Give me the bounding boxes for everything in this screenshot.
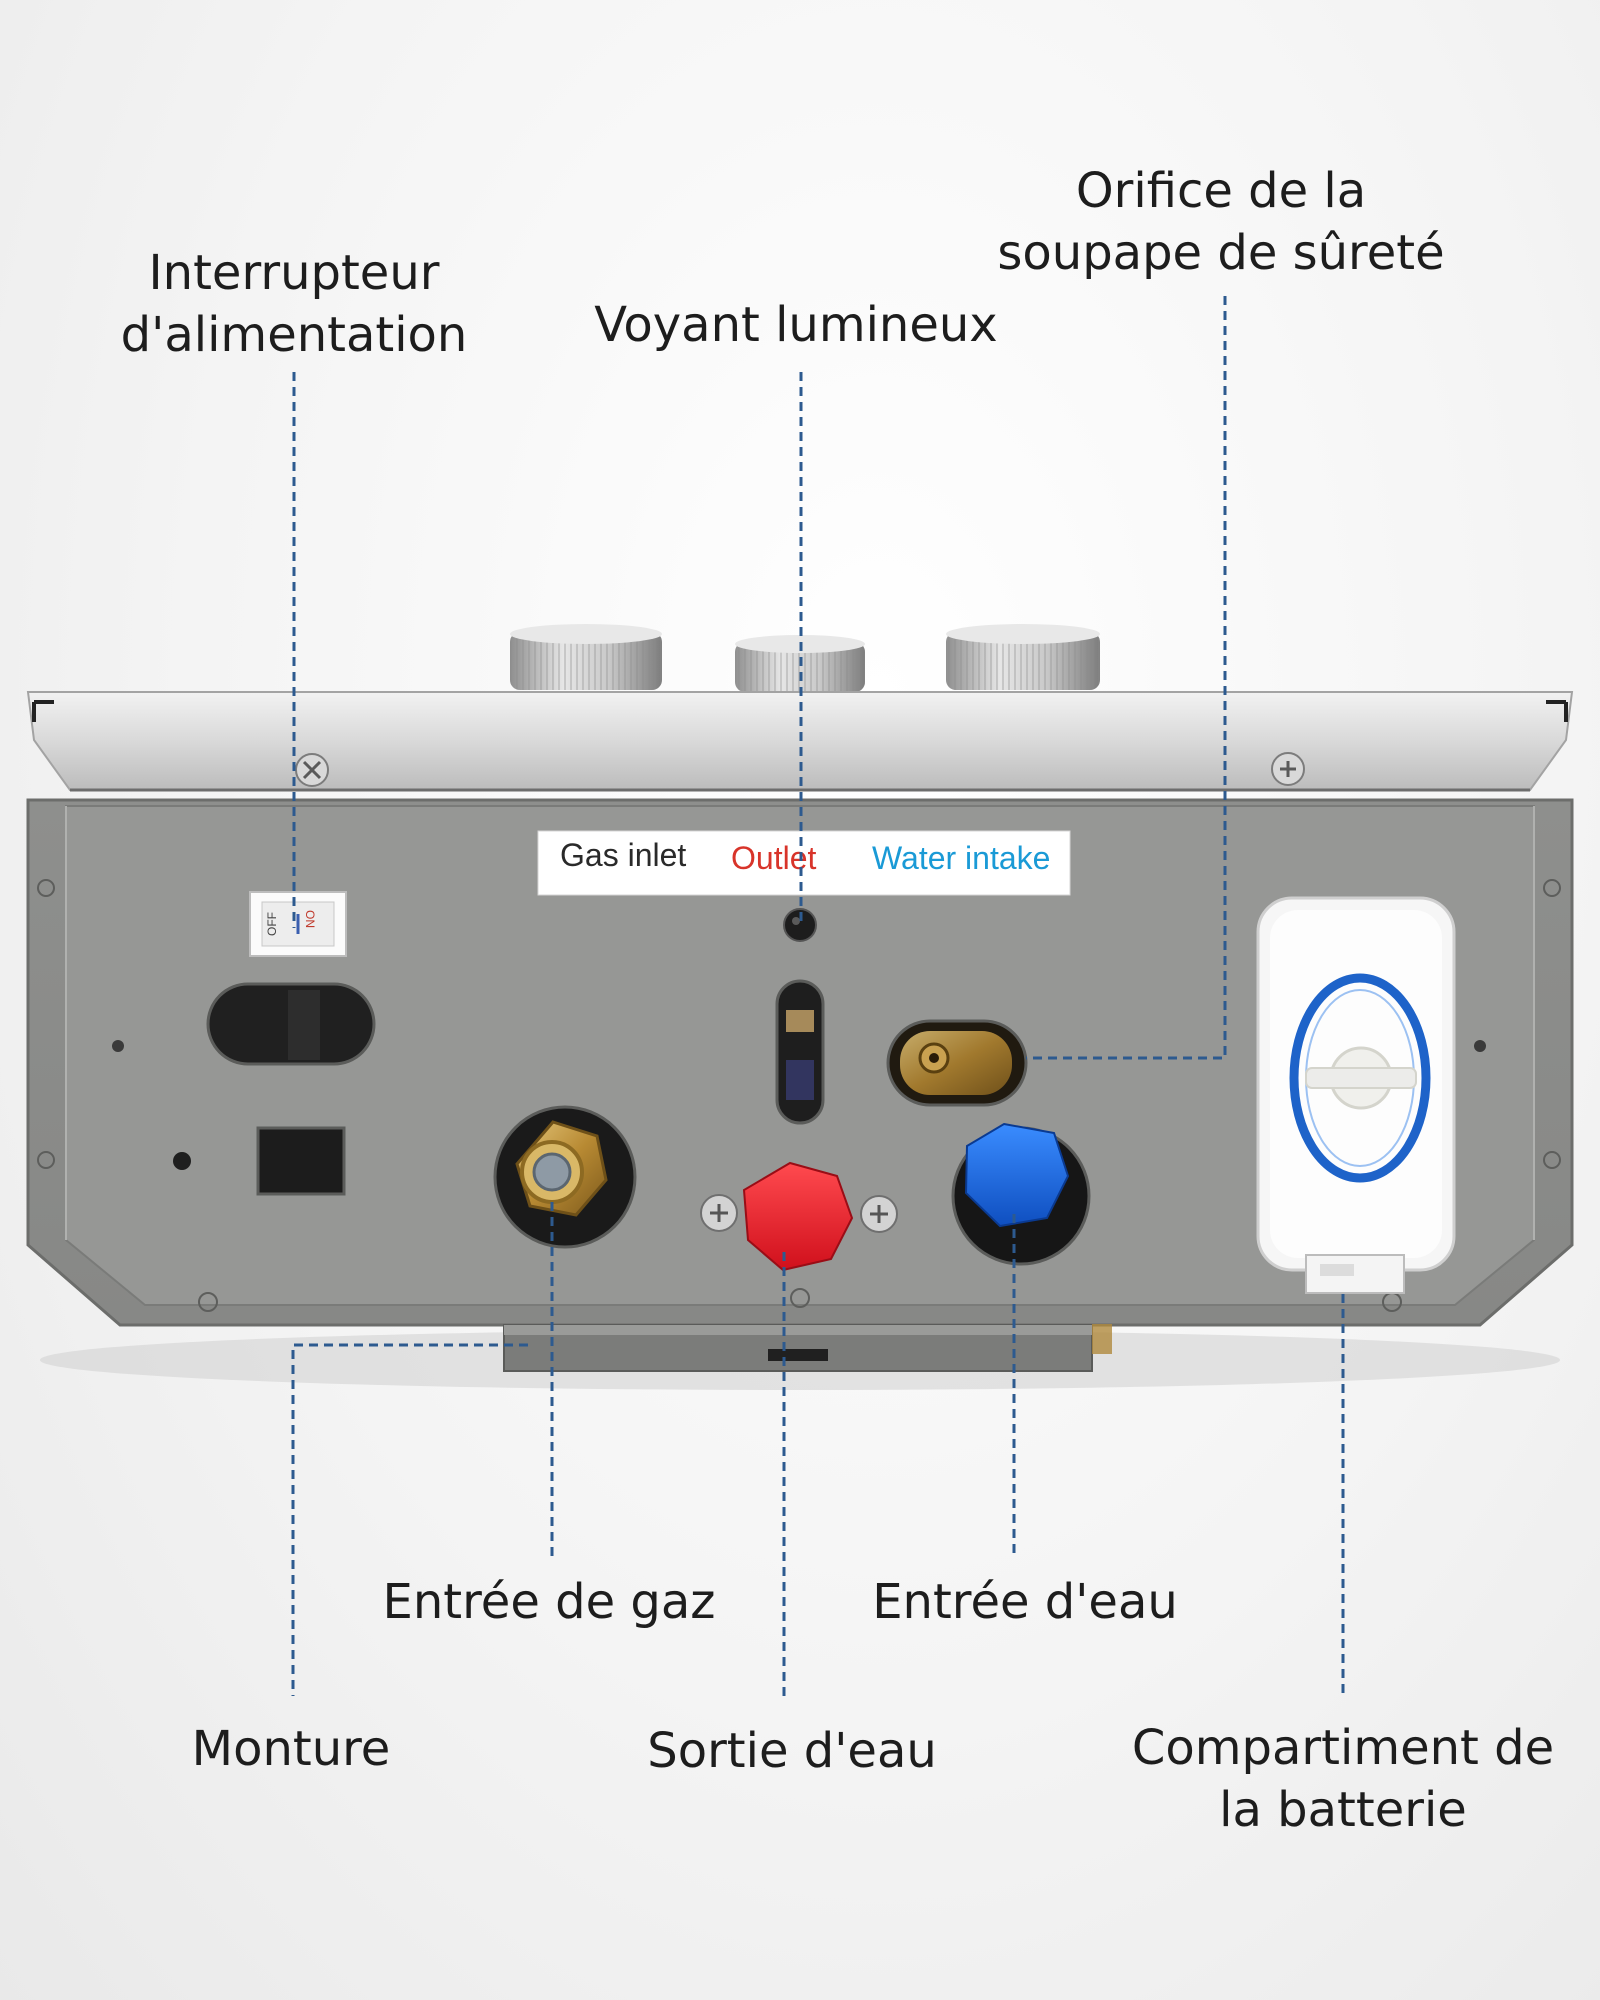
square-cutout — [256, 1126, 346, 1196]
label-power-switch: Interrupteur d'alimentation — [121, 242, 468, 366]
hex-cap-icon — [964, 1122, 1070, 1228]
battery-compartment[interactable] — [1256, 896, 1456, 1294]
label-safety-valve: Orifice de la soupape de sûreté — [997, 160, 1444, 284]
knob-icon — [510, 624, 662, 690]
label-battery-compartment: Compartiment de la batterie — [1132, 1717, 1554, 1841]
label-water-outlet-line1: Sortie d'eau — [647, 1723, 937, 1779]
label-gas-inlet-line1: Entrée de gaz — [382, 1574, 716, 1630]
label-indicator-light-line1: Voyant lumineux — [594, 297, 998, 353]
label-mount-line1: Monture — [191, 1721, 391, 1777]
panel-hole — [173, 1152, 191, 1170]
sticker-gas-inlet: Gas inlet — [560, 837, 686, 873]
screw-icon — [1271, 752, 1305, 786]
mount-bracket — [503, 1324, 1112, 1372]
panel-hole — [1474, 1040, 1486, 1052]
water-inlet-blue-cap — [964, 1122, 1070, 1228]
label-safety-valve-line1: Orifice de la — [1075, 163, 1367, 219]
label-power-switch-line2: d'alimentation — [120, 307, 468, 363]
hex-cap-icon — [742, 1161, 854, 1272]
knob-icon — [946, 624, 1100, 690]
safety-valve-orifice — [886, 1019, 1028, 1107]
label-battery-compartment-line1: Compartiment de — [1131, 1720, 1555, 1776]
gas-inlet-fitting — [493, 1105, 637, 1249]
label-water-inlet-line1: Entrée d'eau — [872, 1574, 1178, 1630]
panel-hole — [37, 1151, 55, 1169]
panel-hole — [790, 1288, 810, 1308]
sticker-outlet: Outlet — [731, 840, 816, 876]
label-safety-valve-line2: soupape de sûreté — [997, 225, 1445, 281]
label-water-inlet: Entrée d'eau — [872, 1571, 1178, 1633]
label-gas-inlet: Entrée de gaz — [383, 1571, 716, 1633]
indicator-light — [783, 908, 817, 942]
screw-icon — [295, 753, 329, 787]
label-battery-compartment-line2: la batterie — [1219, 1782, 1467, 1838]
panel-hole — [112, 1040, 124, 1052]
panel-hole — [1543, 879, 1561, 897]
battery-ring — [1289, 973, 1431, 1183]
label-water-outlet: Sortie d'eau — [647, 1720, 937, 1782]
panel-hole — [1543, 1151, 1561, 1169]
port-label-sticker — [537, 830, 1071, 896]
panel-hole — [37, 879, 55, 897]
water-intake-fitting — [951, 1122, 1091, 1266]
switch-off-label: OFF — [265, 912, 279, 936]
label-indicator-light: Voyant lumineux — [594, 294, 997, 356]
sticker-water-intake: Water intake — [872, 840, 1050, 876]
leader-mount — [291, 1343, 528, 1696]
label-mount: Monture — [192, 1718, 391, 1780]
screw-icon — [700, 1194, 738, 1232]
screw-icon — [860, 1195, 898, 1233]
switch-on-label: ON — [303, 910, 317, 928]
panel-hole — [198, 1292, 218, 1312]
label-power-switch-line1: Interrupteur — [148, 245, 440, 301]
power-switch[interactable]: ON OFF — [249, 891, 347, 957]
water-outlet-red-cap — [742, 1161, 854, 1272]
burner-window — [775, 979, 825, 1125]
